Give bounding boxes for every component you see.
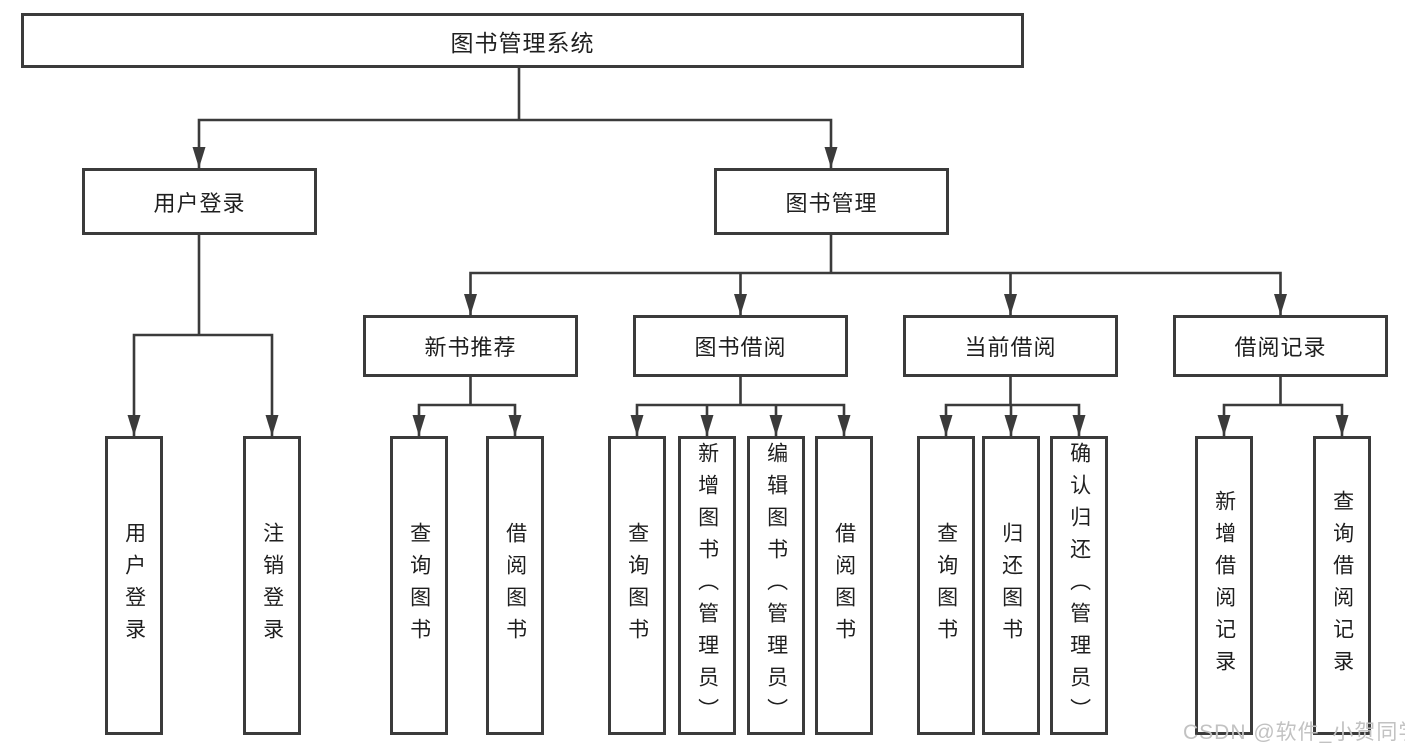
- leaf-confirm-return-admin: 确认归还（管理员）: [1050, 436, 1108, 735]
- watermark: CSDN @软件_小贺同学: [1183, 721, 1405, 744]
- node-user-login: 用户登录: [82, 168, 317, 235]
- leaf-borrow-books: 借阅图书: [815, 436, 873, 735]
- leaf-logout: 注销登录: [243, 436, 301, 735]
- leaf-user-login: 用户登录: [105, 436, 163, 735]
- node-book-borrowing: 图书借阅: [633, 315, 848, 377]
- leaf-query-books-recommend: 查询图书: [390, 436, 448, 735]
- node-new-book-recommendation: 新书推荐: [363, 315, 578, 377]
- node-borrowing-records: 借阅记录: [1173, 315, 1388, 377]
- node-label: 用户登录: [153, 190, 246, 216]
- node-label: 图书借阅: [694, 335, 787, 360]
- node-label: 新书推荐: [424, 335, 517, 360]
- leaf-query-books-current: 查询图书: [917, 436, 975, 735]
- node-label: 当前借阅: [964, 335, 1057, 360]
- leaf-label: 查询图书: [407, 521, 431, 650]
- node-label: 图书管理: [785, 190, 878, 216]
- node-label: 图书管理系统: [450, 29, 595, 56]
- leaf-add-borrow-record: 新增借阅记录: [1195, 436, 1253, 735]
- node-label: 借阅记录: [1234, 335, 1327, 360]
- leaf-label: 确认归还（管理员）: [1067, 441, 1091, 730]
- node-root-system: 图书管理系统: [21, 13, 1024, 68]
- leaf-label: 编辑图书（管理员）: [764, 441, 788, 730]
- leaf-label: 借阅图书: [503, 521, 527, 650]
- leaf-add-books-admin: 新增图书（管理员）: [678, 436, 736, 735]
- leaf-label: 新增图书（管理员）: [695, 441, 719, 730]
- leaf-query-books-borrow: 查询图书: [608, 436, 666, 735]
- leaf-label: 归还图书: [999, 521, 1023, 650]
- leaf-query-borrow-record: 查询借阅记录: [1313, 436, 1371, 735]
- leaf-label: 新增借阅记录: [1212, 489, 1236, 682]
- leaf-label: 查询借阅记录: [1330, 489, 1354, 682]
- leaf-label: 用户登录: [122, 521, 146, 650]
- leaf-edit-books-admin: 编辑图书（管理员）: [747, 436, 805, 735]
- leaf-label: 查询图书: [934, 521, 958, 650]
- node-current-borrowing: 当前借阅: [903, 315, 1118, 377]
- leaf-borrow-books-recommend: 借阅图书: [486, 436, 544, 735]
- node-book-management: 图书管理: [714, 168, 949, 235]
- leaf-label: 注销登录: [260, 521, 284, 650]
- leaf-label: 借阅图书: [832, 521, 856, 650]
- leaf-label: 查询图书: [625, 521, 649, 650]
- leaf-return-books: 归还图书: [982, 436, 1040, 735]
